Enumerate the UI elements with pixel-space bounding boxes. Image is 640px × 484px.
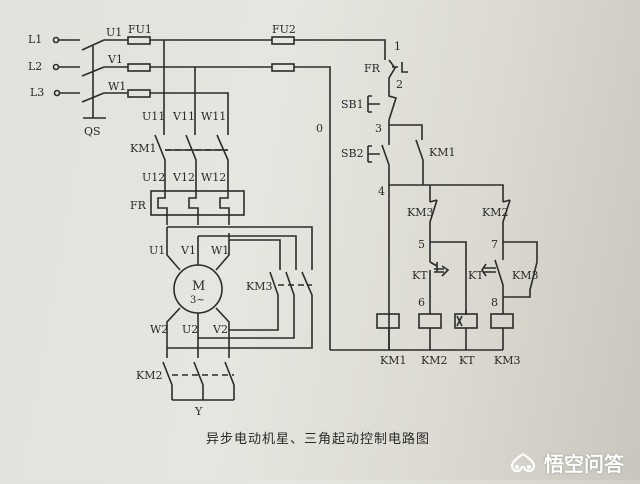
label-node-0: 0 [316,122,323,135]
watermark: 悟空问答 [508,448,624,477]
label-v12: V12 [172,171,195,184]
motor: U1 V1 W1 M 3~ W2 U2 V2 [149,227,230,350]
label-km3-hold: KM3 [512,269,538,282]
label-kt-no: KT [468,269,484,282]
label-km1-main: KM1 [130,142,156,155]
label-coil-km3: KM3 [494,354,520,367]
label-v11: V11 [172,110,195,123]
label-node-3: 3 [375,122,382,135]
coil-km1 [376,313,400,329]
label-l2: L2 [28,60,42,73]
watermark-text: 悟空问答 [544,452,624,476]
label-qs: QS [84,125,101,138]
wukong-logo-icon [510,452,536,472]
label-star-point: Y [194,405,203,418]
terminal-l3 [53,89,61,97]
label-fr-contact: FR [364,62,381,75]
label-motor-v2: V2 [212,323,228,336]
supply-terminals: L1 L2 L3 [28,33,80,99]
km3-main-contacts: KM3 [167,271,313,349]
label-node-8: 8 [491,296,498,309]
label-coil-kt: KT [459,354,475,367]
coil-km3 [490,313,514,329]
label-motor-w2: W2 [150,323,168,336]
label-u1: U1 [106,26,122,39]
label-sb1: SB1 [341,98,364,111]
label-km2-nc: KM2 [482,206,508,219]
qs-switch: QS U1 V1 W1 [81,26,128,138]
motor-symbol: M [192,279,205,294]
diagram-title: 异步电动机星、三角起动控制电路图 [206,432,431,447]
label-node-6: 6 [418,296,425,309]
label-km3-main: KM3 [246,280,272,293]
label-v1: V1 [107,53,123,66]
label-w11: W11 [201,110,226,123]
control-circuit: 0 1 FR 2 SB1 3 SB2 KM1 4 KM3 KM2 5 KT 7 … [316,40,538,367]
label-node-1: 1 [394,40,401,53]
label-motor-u1: U1 [149,244,165,257]
motor-type: 3~ [190,295,205,306]
coil-km2 [418,313,442,329]
label-motor-v1: V1 [180,244,196,257]
label-u11: U11 [142,110,165,123]
label-km2-main: KM2 [136,369,162,382]
km1-main-contacts: U11 V11 W11 KM1 U12 V12 W12 [130,110,229,190]
label-l1: L1 [28,33,42,46]
label-kt-nc: KT [412,269,428,282]
label-motor-w1: W1 [211,244,229,257]
label-motor-u2: U2 [182,323,198,336]
label-coil-km1: KM1 [380,354,406,367]
fuse-fu1: FU1 [127,23,152,98]
label-km3-nc: KM3 [407,206,433,219]
label-node-5: 5 [418,238,425,251]
label-sb2: SB2 [341,147,364,160]
label-fr-main: FR [130,199,147,212]
label-fu2: FU2 [272,23,296,36]
label-w12: W12 [201,171,226,184]
label-w1: W1 [108,80,126,93]
terminal-l1 [52,36,60,44]
label-l3: L3 [30,86,44,99]
label-fu1: FU1 [128,23,152,36]
coil-kt [454,313,478,329]
label-u12: U12 [142,171,165,184]
fr-overload: FR [130,190,245,225]
terminal-l2 [52,63,60,71]
label-km1-hold: KM1 [429,146,455,159]
label-node-4: 4 [378,185,385,198]
km2-star-contacts: KM2 Y [136,330,235,418]
label-coil-km2: KM2 [421,354,447,367]
label-node-2: 2 [396,78,403,91]
label-node-7: 7 [491,238,498,251]
fuse-fu2: FU2 [271,23,296,72]
